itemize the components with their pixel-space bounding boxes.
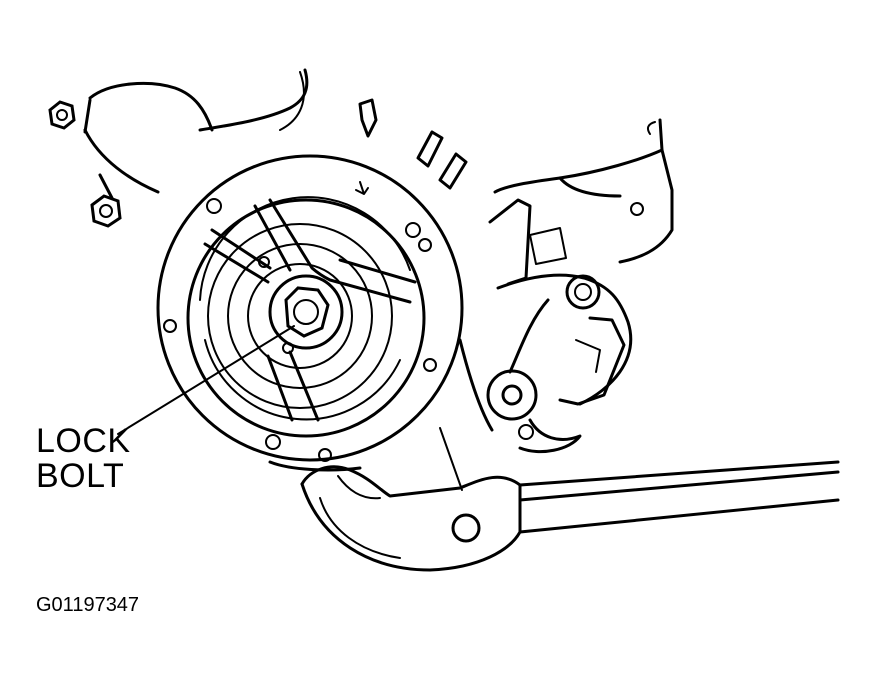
lock-bolt-label-line2: BOLT: [36, 457, 125, 495]
lock-bolt: [268, 274, 344, 350]
engine-block-outline: [83, 68, 309, 200]
timing-marks: [355, 98, 468, 195]
lower-bolt: [90, 194, 122, 228]
guide-line: [439, 427, 463, 491]
upper-bolt: [48, 100, 76, 130]
lock-bolt-label-line1: LOCK: [36, 422, 131, 460]
crankshaft-pulley: [156, 154, 464, 462]
figure-code: G01197347: [36, 594, 140, 616]
callout-leader-line: [117, 325, 295, 435]
lock-bolt-label: LOCK BOLT: [36, 424, 131, 494]
engine-block-right: [458, 118, 674, 454]
holding-tool: [268, 460, 840, 572]
